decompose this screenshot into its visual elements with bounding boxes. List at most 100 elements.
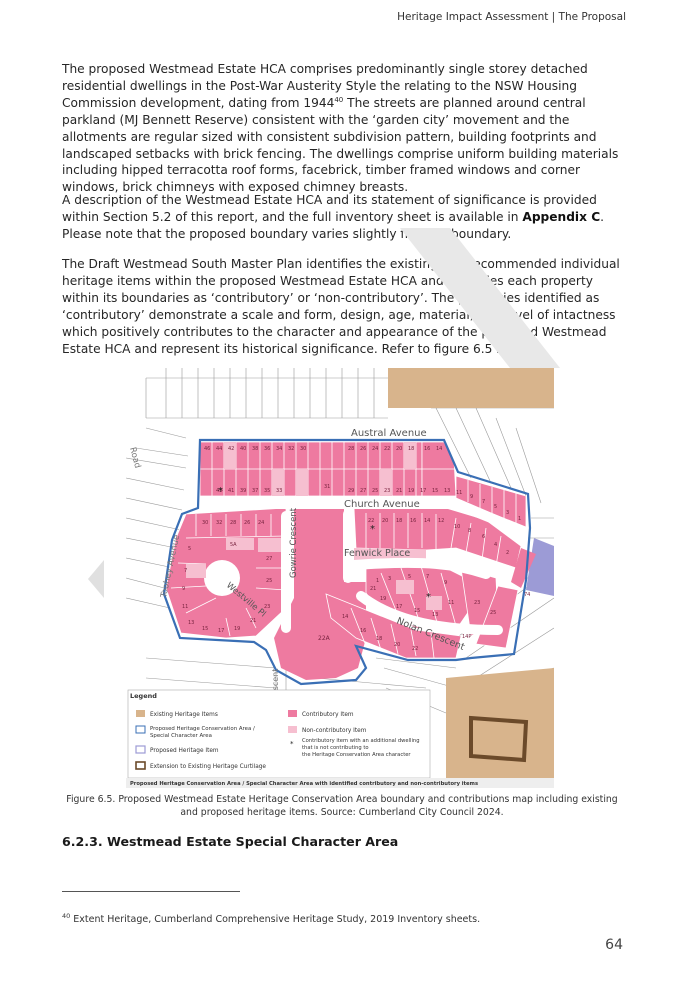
lot-label-n25: 25	[490, 610, 496, 616]
paragraph-1-text: The proposed Westmead Estate HCA compris…	[62, 62, 588, 110]
street-label-church: Church Avenue	[344, 499, 420, 510]
footnote-number: 40	[62, 912, 71, 920]
lot-label-a30: 30	[202, 520, 208, 526]
contributory-lots-west-block	[165, 507, 287, 639]
lot-label-n19: 19	[380, 596, 386, 602]
lot-label-1: 1	[518, 516, 521, 522]
lot-label-n21: 21	[370, 586, 376, 592]
paragraph-2: A description of the Westmead Estate HCA…	[62, 192, 622, 243]
legend-swatch-existing-heritage	[136, 710, 145, 717]
lot-label-5a: 5A	[230, 542, 237, 548]
additional-dwelling-marker-2: *	[370, 524, 375, 535]
lot-label-a21: 21	[250, 618, 256, 624]
existing-heritage-item-south-east	[446, 668, 554, 788]
legend-label-hca-line1: Proposed Heritage Conservation Area /	[150, 726, 255, 732]
proposed-heritage-item-east	[526, 538, 554, 596]
additional-dwelling-markers: * * *	[218, 486, 431, 603]
footnote-40: 40 Extent Heritage, Cumberland Comprehen…	[62, 912, 480, 925]
lot-label-9: 9	[470, 494, 473, 500]
lot-label-b6: 6	[482, 534, 485, 540]
legend-swatch-hca	[135, 725, 146, 734]
lot-label-14: 14	[436, 446, 442, 452]
footnote-ref-40[interactable]: 40	[334, 95, 344, 104]
lot-label-n22: 22	[412, 646, 418, 652]
legend-label-curtilage: Extension to Existing Heritage Curtilage	[150, 764, 266, 770]
lot-label-b12: 12	[438, 518, 444, 524]
lot-label-a15: 15	[202, 626, 208, 632]
lot-label-42: 42	[228, 446, 234, 452]
street-label-gowrie: Gowrie Crescent	[289, 507, 299, 578]
lot-label-n15: 15	[414, 608, 420, 614]
lot-label-27: 27	[360, 488, 366, 494]
lot-label-n17: 17	[396, 604, 402, 610]
additional-dwelling-marker-3: *	[426, 592, 431, 603]
lot-label-28: 28	[348, 446, 354, 452]
figure-caption: Figure 6.5. Proposed Westmead Estate Her…	[66, 794, 618, 818]
lot-label-32: 32	[288, 446, 294, 452]
lot-label-a27: 27	[266, 556, 272, 562]
legend-swatch-non-contributory	[288, 726, 297, 733]
lot-number-labels: 46 44 42 40 38 36 34 32 30 28 26 24 22 2…	[182, 446, 530, 652]
street-label-austral: Austral Avenue	[351, 428, 427, 439]
page-number: 64	[605, 937, 623, 953]
lot-label-b16: 16	[410, 518, 416, 524]
lot-label-22: 22	[384, 446, 390, 452]
legend-title: Legend	[130, 692, 157, 700]
lot-label-26: 26	[360, 446, 366, 452]
lot-label-b22: 22	[368, 518, 374, 524]
lot-label-n20: 20	[394, 642, 400, 648]
lot-label-a23: 23	[264, 604, 270, 610]
legend-label-additional-line1: Contributory item with an additional dwe…	[302, 738, 420, 744]
lot-label-n3: 3	[388, 576, 391, 582]
street-label-fenwick: Fenwick Place	[344, 548, 410, 559]
lot-label-b20: 20	[382, 518, 388, 524]
lot-label-n9: 9	[444, 580, 447, 586]
lot-label-b8: 8	[468, 528, 471, 534]
lot-label-24: 24	[372, 446, 378, 452]
lot-label-39: 39	[240, 488, 246, 494]
lot-label-a32: 32	[216, 520, 222, 526]
legend-swatch-proposed-item	[135, 745, 146, 754]
lot-label-a19: 19	[234, 626, 240, 632]
lot-label-n11: 11	[448, 600, 454, 606]
street-carriageways	[181, 499, 531, 635]
lot-label-14p: 14P	[462, 634, 471, 640]
lot-label-n1: 1	[376, 578, 379, 584]
hca-boundary-outline	[162, 438, 532, 686]
map-legend: Legend Existing Heritage Items Proposed …	[127, 689, 431, 779]
watermark-left-triangle	[88, 560, 104, 598]
lot-label-25: 25	[372, 488, 378, 494]
non-contributory-lots-austral	[224, 442, 416, 496]
lot-label-29: 29	[348, 488, 354, 494]
curtilage-extension-outline	[469, 715, 529, 763]
additional-dwelling-marker-1: *	[218, 486, 223, 497]
lot-label-b2: 2	[506, 550, 509, 556]
lot-label-34: 34	[276, 446, 282, 452]
lot-label-n7: 7	[426, 574, 429, 580]
lot-label-38: 38	[252, 446, 258, 452]
westville-cul-de-sac	[204, 560, 240, 596]
paragraph-1: The proposed Westmead Estate HCA compris…	[62, 61, 622, 196]
lot-label-a5: 5	[188, 546, 191, 552]
lot-label-15: 15	[432, 488, 438, 494]
lot-label-a13: 13	[188, 620, 194, 626]
lot-label-n13: 13	[432, 612, 438, 618]
heritage-map-figure: Austral Avenue Church Avenue Fenwick Pla…	[126, 368, 554, 788]
lot-label-a25: 25	[266, 578, 272, 584]
section-heading-6-2-3: 6.2.3. Westmead Estate Special Character…	[62, 834, 399, 849]
lot-label-41: 41	[228, 488, 234, 494]
lot-label-a11: 11	[182, 604, 188, 610]
paragraph-2-text: A description of the Westmead Estate HCA…	[62, 193, 597, 224]
legend-swatch-additional-dwelling: *	[290, 740, 294, 748]
appendix-c-link[interactable]: Appendix C	[522, 209, 601, 224]
lot-label-b4: 4	[494, 542, 497, 548]
cadastral-lines	[126, 368, 554, 769]
lot-label-23: 23	[384, 488, 390, 494]
lot-label-n18: 18	[376, 636, 382, 642]
paragraph-1-text-cont: The streets are planned around central p…	[62, 95, 619, 195]
lot-label-74: 74	[524, 592, 530, 598]
lot-label-5: 5	[494, 504, 497, 510]
lot-label-13: 13	[444, 488, 450, 494]
legend-label-additional-line2: that is not contributing to	[302, 745, 369, 751]
lot-label-b18: 18	[396, 518, 402, 524]
